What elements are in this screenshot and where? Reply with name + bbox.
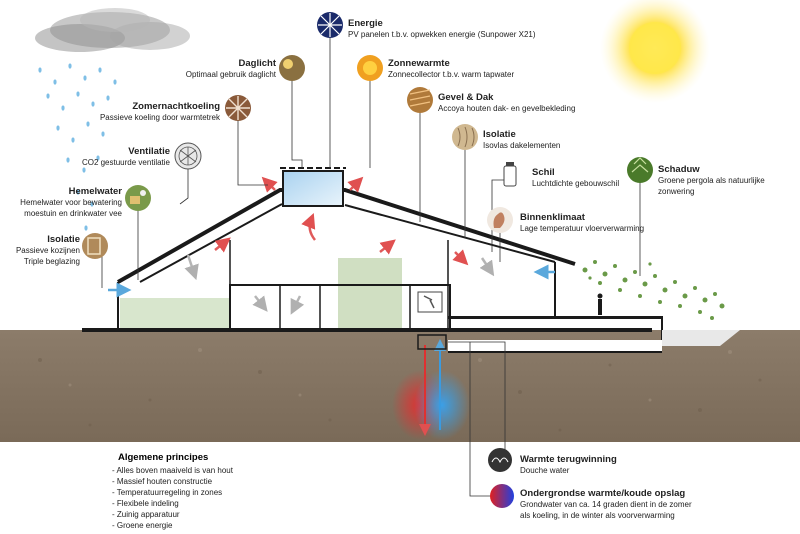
list-item: Groene energie <box>112 520 302 531</box>
label-title: Schaduw <box>658 164 700 175</box>
label-isolatie-dak: Isolatie Isovlas dakelementen <box>483 129 560 151</box>
list-item: Temperatuurregeling in zones <box>112 487 302 498</box>
wood-cladding-icon <box>407 87 433 113</box>
label-schaduw: Schaduw Groene pergola als natuurlijke z… <box>658 164 800 197</box>
label-desc: Isovlas dakelementen <box>483 141 561 150</box>
label-isolatie-gevel: Isolatie Passieve kozijnen Triple beglaz… <box>2 234 80 267</box>
label-desc: Luchtdichte gebouwschil <box>532 179 620 188</box>
label-title: Schil <box>532 167 555 178</box>
label-title: Ventilatie <box>128 146 170 157</box>
tree-shade-icon <box>627 157 653 183</box>
label-binnenklimaat: Binnenklimaat Lage temperatuur vloerverw… <box>520 212 644 234</box>
label-desc: Douche water <box>520 466 570 475</box>
label-desc: Hemelwater voor bewatering <box>20 198 122 207</box>
list-item: Alles boven maaiveld is van hout <box>112 465 302 476</box>
window-frame-icon <box>82 233 108 259</box>
label-gevel-dak: Gevel & Dak Accoya houten dak- en gevelb… <box>438 92 575 114</box>
label-title: Binnenklimaat <box>520 212 585 223</box>
ventilation-fan-icon <box>174 142 202 170</box>
bottle-shell-icon <box>503 162 517 187</box>
label-desc: Accoya houten dak- en gevelbekleding <box>438 104 576 113</box>
general-principles: Algemene principes Alles boven maaiveld … <box>112 452 302 531</box>
label-title: Isolatie <box>47 234 80 245</box>
heating-hand-icon <box>487 207 513 233</box>
greenery-left <box>120 298 230 332</box>
label-desc: CO2 gestuurde ventilatie <box>81 158 170 167</box>
label-desc: Triple beglazing <box>23 257 80 266</box>
label-desc: Optimaal gebruik daglicht <box>185 70 276 79</box>
label-energie: Energie PV panelen t.b.v. opwekken energ… <box>348 18 536 40</box>
fan-cooling-icon <box>225 95 251 121</box>
label-ondergrondse-opslag: Ondergrondse warmte/koude opslag Grondwa… <box>520 488 692 521</box>
sun-collector-icon <box>357 55 383 81</box>
label-desc: Passieve kozijnen <box>15 246 80 255</box>
thermal-storage-icon <box>490 484 514 508</box>
label-daglicht: Daglicht Optimaal gebruik daglicht <box>160 58 276 80</box>
label-title: Zomernachtkoeling <box>132 101 220 112</box>
label-hemelwater: Hemelwater Hemelwater voor bewatering mo… <box>2 186 122 219</box>
label-title: Daglicht <box>238 58 276 69</box>
label-desc: Passieve koeling door warmtetrek <box>99 113 220 122</box>
list-item: Flexibele indeling <box>112 498 302 509</box>
greenery-center <box>338 258 402 332</box>
pv-panel-icon <box>317 12 343 38</box>
person-figure <box>597 293 603 315</box>
rain-water-icon <box>125 185 151 211</box>
label-schil: Schil Luchtdichte gebouwschil <box>532 167 619 189</box>
rain-drops <box>38 63 117 231</box>
principles-title: Algemene principes <box>118 452 209 463</box>
label-desc: moestuin en drinkwater vee <box>24 209 122 218</box>
daylight-icon <box>279 55 305 81</box>
label-title: Warmte terugwinning <box>520 454 617 465</box>
pergola-greenery <box>582 260 725 320</box>
label-title: Isolatie <box>483 129 516 140</box>
label-desc: als koeling, in de winter als voorverwar… <box>520 511 675 520</box>
warm-air-arrows <box>214 176 469 266</box>
label-desc: Zonnecollector t.b.v. warm tapwater <box>388 70 515 79</box>
grey-air-arrows <box>184 254 495 315</box>
label-desc: Groene pergola als natuurlijke zonwering <box>658 176 765 196</box>
label-title: Ondergrondse warmte/koude opslag <box>520 488 686 499</box>
label-desc: Grondwater van ca. 14 graden dient in de… <box>520 500 692 509</box>
house-structure <box>117 188 576 350</box>
list-item: Zuinig apparatuur <box>112 509 302 520</box>
label-title: Gevel & Dak <box>438 92 494 103</box>
insulation-icon <box>452 124 478 150</box>
label-desc: Lage temperatuur vloerverwarming <box>520 224 645 233</box>
list-item: Massief houten constructie <box>112 476 302 487</box>
label-title: Zonnewarmte <box>388 58 450 69</box>
water-recovery-icon <box>488 448 512 472</box>
label-title: Hemelwater <box>68 186 122 197</box>
label-zonnewarmte: Zonnewarmte Zonnecollector t.b.v. warm t… <box>388 58 514 80</box>
label-warmte-terugwinning: Warmte terugwinning Douche water <box>520 454 617 476</box>
cloud <box>35 8 190 52</box>
skylight-window <box>282 170 344 207</box>
label-title: Energie <box>348 18 383 29</box>
label-desc: PV panelen t.b.v. opwekken energie (Sunp… <box>348 30 536 39</box>
cold-storage-zone <box>414 370 470 440</box>
shower-icon <box>417 291 443 313</box>
cool-air-arrows <box>108 264 555 298</box>
principles-list: Alles boven maaiveld is van hout Massief… <box>112 465 302 531</box>
label-zomernachtkoeling: Zomernachtkoeling Passieve koeling door … <box>80 101 220 123</box>
label-ventilatie: Ventilatie CO2 gestuurde ventilatie <box>60 146 170 168</box>
